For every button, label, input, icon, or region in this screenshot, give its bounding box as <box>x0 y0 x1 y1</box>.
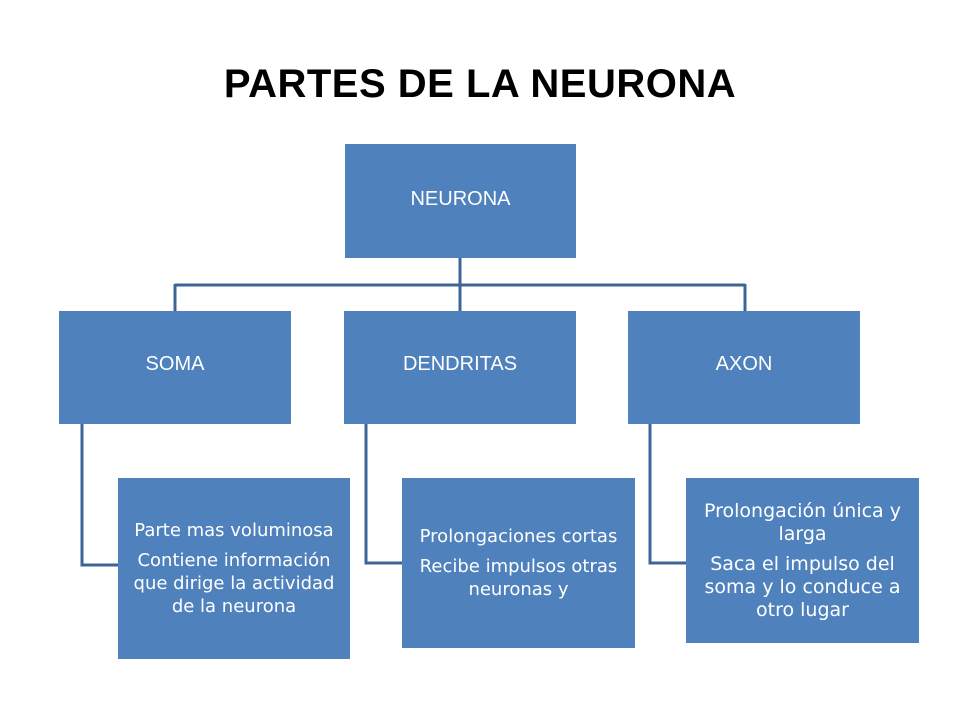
node-soma: SOMA <box>59 311 291 424</box>
node-dendritas: DENDRITAS <box>344 311 576 424</box>
detail-dendritas-line-1: Prolongaciones cortas <box>419 526 618 547</box>
detail-axon-line-1: Prolongación única y larga <box>704 499 901 545</box>
node-axon: AXON <box>628 311 860 424</box>
soma-detail-connector <box>80 424 118 567</box>
detail-axon-line-2: Saca el impulso del soma y lo conduce a … <box>704 552 901 621</box>
node-dendritas-label: DENDRITAS <box>402 353 518 375</box>
node-neurona: NEURONA <box>345 144 576 258</box>
page-title: PARTES DE LA NEURONA <box>223 62 737 106</box>
detail-dendritas-line-2: Recibe impulsos otras neuronas y <box>419 556 618 600</box>
detail-soma: Parte mas voluminosa Contiene informació… <box>118 478 350 659</box>
detail-axon: Prolongación única y larga Saca el impul… <box>686 478 919 643</box>
detail-soma-line-1: Parte mas voluminosa <box>134 520 334 541</box>
node-soma-label: SOMA <box>145 353 205 375</box>
detail-soma-line-2: Contiene información que dirige la activ… <box>133 550 335 617</box>
detail-dendritas: Prolongaciones cortas Recibe impulsos ot… <box>402 478 635 648</box>
axon-detail-connector <box>648 424 686 565</box>
node-neurona-label: NEURONA <box>410 188 511 210</box>
dendritas-detail-connector <box>364 424 403 565</box>
node-axon-label: AXON <box>715 353 773 375</box>
